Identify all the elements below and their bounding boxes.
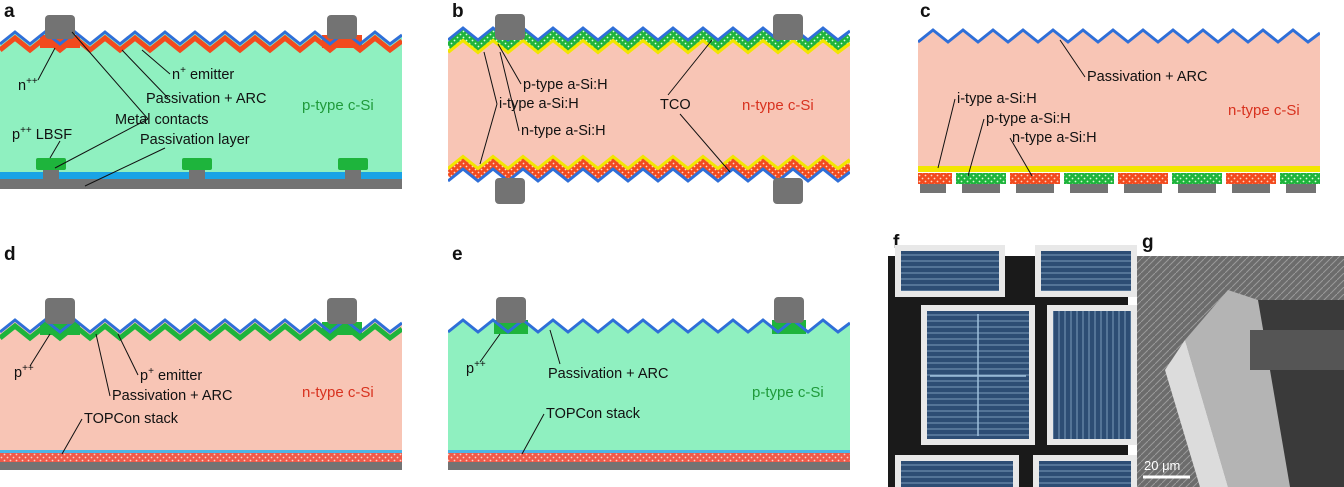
c-finger-p-3	[1118, 173, 1168, 184]
d-label-topcon: TOPCon stack	[84, 411, 179, 427]
b-label-p-type: p-type a-Si:H	[523, 77, 608, 93]
b-front-i-layer	[448, 37, 850, 55]
d-label-passivation-arc: Passivation + ARC	[112, 388, 233, 404]
e-front-contact-right	[774, 297, 804, 323]
d-front-contact-right	[327, 298, 357, 324]
b-substrate-label: n-type c-Si	[742, 97, 814, 114]
a-front-contact-right	[327, 15, 357, 39]
c-rear-metal-contacts	[920, 184, 1316, 193]
d-topcon-stack	[0, 453, 402, 462]
panel-a: a n++ n+ emitter Passivation + ARC Metal…	[0, 1, 402, 189]
e-silicon-bulk	[448, 320, 850, 452]
b-front-contact-left	[495, 14, 525, 40]
d-arc-layer	[0, 318, 402, 334]
e-leader-lines	[479, 329, 561, 455]
c-finger-n-4	[1280, 173, 1320, 184]
panel-letter-e: e	[452, 244, 463, 265]
panel-letter-c: c	[920, 1, 931, 22]
c-finger-p-2	[1010, 173, 1060, 184]
b-label-tco: TCO	[660, 97, 691, 113]
g-sem-ridge-face	[1165, 340, 1228, 487]
c-finger-n-1	[956, 173, 1006, 184]
b-label-i-type: i-type a-Si:H	[499, 96, 579, 112]
g-scale-bar-label: 20 μm	[1144, 458, 1180, 473]
panel-letter-d: d	[4, 244, 16, 265]
d-label-p-emitter: p+ emitter	[140, 366, 202, 384]
c-label-i-type: i-type a-Si:H	[957, 91, 1037, 107]
g-sem-upper-bar	[1250, 330, 1344, 370]
d-label-p-pp: p++	[14, 363, 34, 381]
c-finger-p-4	[1226, 173, 1276, 184]
e-rear-metal	[448, 462, 850, 470]
panel-letter-a: a	[4, 1, 15, 22]
a-label-metal-contacts: Metal contacts	[115, 112, 209, 128]
e-arc-layer	[448, 318, 850, 334]
panel-e: e p++ Passivation + ARC TOPCon stack p-t…	[448, 244, 850, 470]
c-label-n-type: n-type a-Si:H	[1012, 130, 1097, 146]
a-lbsf-2	[182, 158, 212, 170]
e-substrate-label: p-type c-Si	[752, 384, 824, 401]
b-silicon-bulk	[448, 40, 850, 177]
a-label-n-emitter: n+ emitter	[172, 65, 234, 83]
d-substrate-label: n-type c-Si	[302, 384, 374, 401]
a-lbsf-3	[338, 158, 368, 170]
c-rear-i-layer	[918, 166, 1320, 172]
a-rear-via-3	[345, 170, 361, 180]
a-label-passivation-layer: Passivation layer	[140, 132, 250, 148]
b-rear-contact-right	[773, 178, 803, 204]
panel-b: b p-type a-Si:H i-type a-Si:H n-type a-S…	[448, 1, 850, 204]
panel-d: d p++ p+ emitter Passivation + ARC TOPCo…	[0, 244, 402, 470]
a-substrate-label: p-type c-Si	[302, 97, 374, 114]
c-substrate-label: n-type c-Si	[1228, 102, 1300, 119]
a-label-p-lbsf: p++ LBSF	[12, 125, 72, 143]
panel-letter-b: b	[452, 1, 464, 22]
c-label-p-type: p-type a-Si:H	[986, 111, 1071, 127]
d-leader-lines	[29, 333, 139, 455]
b-front-contact-right	[773, 14, 803, 40]
d-front-contact-left	[45, 298, 75, 324]
e-label-topcon: TOPCon stack	[546, 406, 641, 422]
c-arc-layer	[918, 28, 1320, 44]
a-rear-via-1	[43, 170, 59, 180]
panel-g: g 20 μm	[1137, 232, 1344, 487]
c-finger-n-3	[1172, 173, 1222, 184]
c-finger-n-2	[1064, 173, 1114, 184]
e-label-p-pp: p++	[466, 359, 486, 377]
e-topcon-oxide	[448, 450, 850, 453]
b-rear-tco	[448, 167, 850, 183]
a-label-n-pp: n++	[18, 76, 38, 94]
b-leader-lines	[479, 39, 731, 173]
a-rear-metal	[0, 179, 402, 189]
panel-letter-g: g	[1142, 232, 1154, 253]
a-silicon-bulk	[0, 32, 402, 172]
a-rear-via-2	[189, 170, 205, 180]
b-rear-contact-left	[495, 178, 525, 204]
a-label-passivation-arc: Passivation + ARC	[146, 91, 267, 107]
c-leader-lines	[937, 39, 1086, 177]
e-label-passivation-arc: Passivation + ARC	[548, 366, 669, 382]
a-leader-lines	[37, 31, 171, 187]
panel-c: c Passivation + ARC i-type a-Si:H p-type…	[918, 1, 1320, 193]
e-front-contact-left	[496, 297, 526, 323]
a-front-contact-left	[45, 15, 75, 39]
c-label-passivation-arc: Passivation + ARC	[1087, 69, 1208, 85]
d-topcon-oxide	[0, 450, 402, 453]
panel-f: f	[888, 232, 1137, 487]
b-label-n-type: n-type a-Si:H	[521, 123, 606, 139]
c-finger-p-1	[918, 173, 952, 184]
d-rear-metal	[0, 462, 402, 470]
panel-letter-f: f	[893, 232, 900, 253]
e-topcon-stack	[448, 453, 850, 462]
b-rear-p-layer	[448, 158, 850, 180]
b-rear-i-layer	[448, 154, 850, 172]
f-solar-cells	[895, 245, 1137, 487]
a-lbsf-1	[36, 158, 66, 170]
c-silicon-bulk	[918, 30, 1320, 166]
